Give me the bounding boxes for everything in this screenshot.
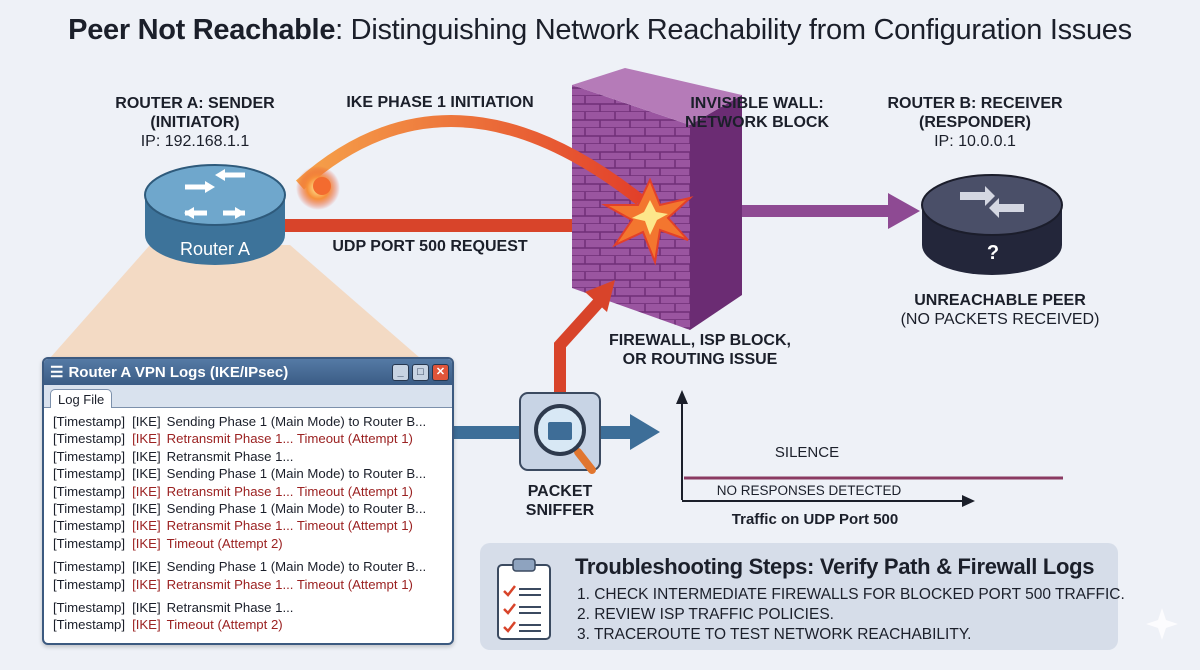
- log-row: [Timestamp] [IKE] Sending Phase 1 (Main Mo…: [53, 500, 452, 517]
- troubleshooting-title: Troubleshooting Steps: Verify Path & Fir…: [575, 554, 1095, 579]
- log-window: ☰ Router A VPN Logs (IKE/IPsec) _ □ ✕ Lo…: [42, 357, 454, 645]
- log-row: [Timestamp] [IKE] Retransmit Phase 1...: [53, 448, 452, 465]
- traffic-plot: [676, 390, 1063, 507]
- tab-log-file[interactable]: Log File: [50, 389, 113, 408]
- log-window-title: Router A VPN Logs (IKE/IPsec): [68, 363, 289, 381]
- udp-arrow-label: UDP PORT 500 REQUEST: [332, 238, 528, 255]
- router-b-label: ROUTER B: RECEIVER(RESPONDER)IP: 10.0.0.…: [887, 95, 1063, 150]
- log-tag: [IKE]: [132, 431, 161, 447]
- router-b-icon: [921, 174, 1063, 275]
- router-a-device-label: Router A: [179, 239, 251, 259]
- traffic-axis-label: Traffic on UDP Port 500: [731, 511, 899, 528]
- silence-label: SILENCE: [774, 444, 840, 461]
- log-message: Retransmit Phase 1... Timeout (Attempt 1…: [166, 576, 413, 592]
- log-timestamp: [Timestamp]: [53, 576, 126, 592]
- log-message: Sending Phase 1 (Main Mode) to Router B.…: [166, 466, 427, 482]
- log-timestamp: [Timestamp]: [53, 617, 126, 633]
- log-timestamp: [Timestamp]: [53, 431, 126, 447]
- log-message: Sending Phase 1 (Main Mode) to Router B.…: [166, 501, 427, 517]
- log-message: Retransmit Phase 1...: [166, 448, 294, 464]
- log-message: Sending Phase 1 (Main Mode) to Router B.…: [166, 414, 427, 429]
- log-row: [Timestamp] [IKE] Retransmit Phase 1... Ti…: [53, 576, 452, 593]
- log-row: [Timestamp] [IKE] Timeout (Attempt 2): [53, 535, 452, 552]
- unreachable-peer-label: UNREACHABLE PEER(NO PACKETS RECEIVED): [900, 292, 1100, 328]
- log-timestamp: [Timestamp]: [53, 483, 126, 499]
- log-row: [Timestamp] [IKE] Retransmit Phase 1... Ti…: [53, 517, 452, 534]
- log-tag: [IKE]: [132, 483, 161, 499]
- log-tag: [IKE]: [132, 535, 161, 551]
- log-message: Retransmit Phase 1... Timeout (Attempt 1…: [166, 483, 413, 499]
- log-tag: [IKE]: [132, 576, 161, 592]
- log-timestamp: [Timestamp]: [53, 600, 126, 616]
- maximize-button[interactable]: □: [412, 363, 429, 381]
- log-timestamp: [Timestamp]: [53, 414, 126, 429]
- router-a-label: ROUTER A: SENDER(INITIATOR)IP: 192.168.1…: [115, 95, 275, 150]
- log-row: [Timestamp] [IKE] Timeout (Attempt 2): [53, 616, 452, 633]
- log-row: [Timestamp] [IKE] Sending Phase 1 (Main Mo…: [53, 413, 452, 430]
- log-row: [Timestamp] [IKE] Sending Phase 1 (Main Mo…: [53, 465, 452, 482]
- log-tag: [IKE]: [132, 617, 161, 633]
- log-tag: [IKE]: [132, 448, 161, 464]
- packet-sniffer-icon: [519, 392, 601, 474]
- log-list: [Timestamp] [IKE] Sending Phase 1 (Main Mo…: [44, 408, 452, 634]
- log-message: Retransmit Phase 1... Timeout (Attempt 1…: [166, 431, 413, 447]
- log-message: Timeout (Attempt 2): [166, 617, 283, 633]
- log-message: Retransmit Phase 1... Timeout (Attempt 1…: [166, 518, 413, 534]
- step-2: 2. REVIEW ISP TRAFFIC POLICIES.: [577, 606, 834, 623]
- menu-icon[interactable]: ☰: [50, 364, 64, 381]
- log-timestamp: [Timestamp]: [53, 466, 126, 482]
- log-row: [Timestamp] [IKE] Retransmit Phase 1... Ti…: [53, 483, 452, 500]
- log-tag: [IKE]: [132, 559, 161, 575]
- block-cause-label: FIREWALL, ISP BLOCK,OR ROUTING ISSUE: [609, 332, 791, 368]
- log-timestamp: [Timestamp]: [53, 559, 126, 575]
- log-message: Retransmit Phase 1...: [166, 600, 294, 616]
- ike-arrow-label: IKE PHASE 1 INITIATION: [346, 94, 534, 111]
- router-a-icon: [144, 164, 286, 265]
- ike-phase1-arc: [295, 115, 644, 205]
- log-source-cone: [50, 245, 420, 358]
- no-responses-label: NO RESPONSES DETECTED: [716, 483, 902, 498]
- udp-request-arrow: [280, 219, 610, 232]
- log-timestamp: [Timestamp]: [53, 535, 126, 551]
- log-tag: [IKE]: [132, 414, 161, 429]
- step-1: 1. CHECK INTERMEDIATE FIREWALLS FOR BLOC…: [577, 586, 1125, 603]
- sparkle-icon: [1146, 608, 1178, 640]
- log-row: [Timestamp] [IKE] Sending Phase 1 (Main Mo…: [53, 558, 452, 575]
- router-b-unknown-mark: ?: [986, 242, 1000, 264]
- log-timestamp: [Timestamp]: [53, 501, 126, 517]
- log-message: Sending Phase 1 (Main Mode) to Router B.…: [166, 559, 427, 575]
- log-tag: [IKE]: [132, 501, 161, 517]
- log-window-titlebar[interactable]: ☰ Router A VPN Logs (IKE/IPsec) _ □ ✕: [44, 359, 452, 385]
- log-timestamp: [Timestamp]: [53, 448, 126, 464]
- minimize-button[interactable]: _: [392, 363, 409, 381]
- log-timestamp: [Timestamp]: [53, 518, 126, 534]
- log-tag: [IKE]: [132, 518, 161, 534]
- clipboard-checklist-icon: [497, 558, 551, 640]
- sniffer-to-wall-arrow: [554, 298, 603, 395]
- log-row: [Timestamp] [IKE] Retransmit Phase 1...: [53, 599, 452, 616]
- close-button[interactable]: ✕: [432, 363, 449, 381]
- page-title: Peer Not Reachable: Distinguishing Netwo…: [68, 14, 1132, 46]
- log-tag: [IKE]: [132, 600, 161, 616]
- log-row: [Timestamp] [IKE] Retransmit Phase 1... Ti…: [53, 430, 452, 447]
- log-tag: [IKE]: [132, 466, 161, 482]
- log-message: Timeout (Attempt 2): [166, 535, 283, 551]
- wall-label: INVISIBLE WALL:NETWORK BLOCK: [685, 95, 829, 131]
- troubleshooting-panel: Troubleshooting Steps: Verify Path & Fir…: [480, 543, 1125, 650]
- step-3: 3. TRACEROUTE TO TEST NETWORK REACHABILI…: [577, 626, 972, 643]
